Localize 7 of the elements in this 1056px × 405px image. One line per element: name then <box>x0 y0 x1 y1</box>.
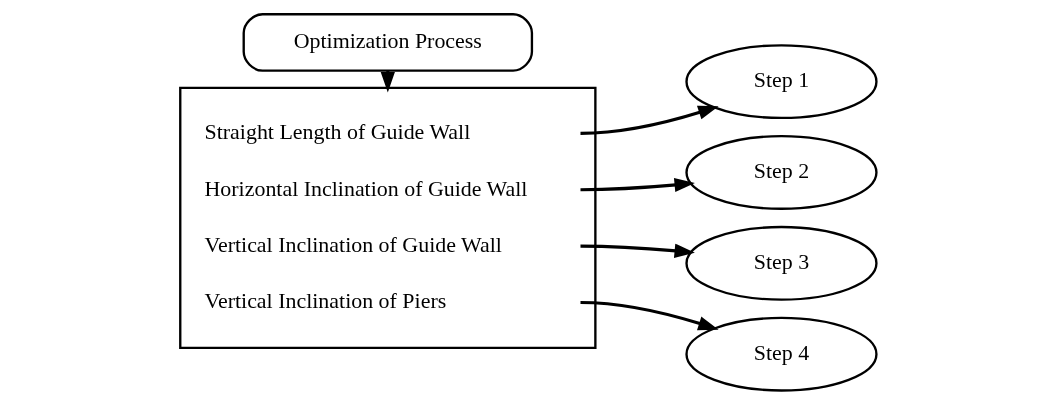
node-box: Straight Length of Guide Wall Horizontal Inclination of Guide Wall Vertical Inclination of Guide Wall Vertical Inclination of Piers <box>178 86 597 350</box>
arrow <box>579 177 695 193</box>
node-ellipse: Step 2 <box>684 135 878 210</box>
arrow <box>579 300 719 331</box>
arrow <box>579 243 695 258</box>
node-ellipse: Step 3 <box>684 225 878 301</box>
arrow <box>579 105 719 135</box>
